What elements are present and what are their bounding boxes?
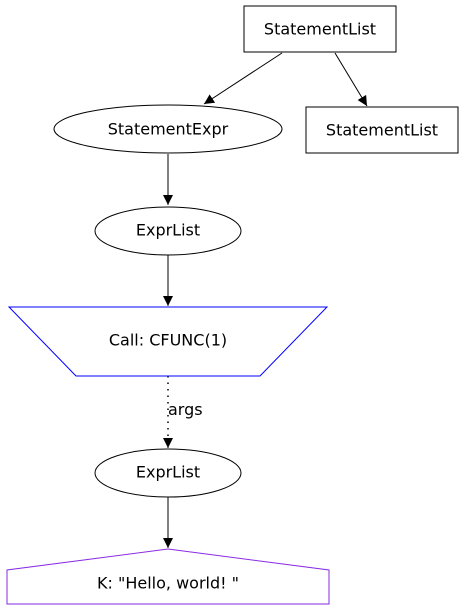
node-label: StatementExpr xyxy=(108,120,229,139)
node-root-statement-list: StatementList xyxy=(243,5,397,53)
node-box xyxy=(243,5,397,53)
node-label: StatementList xyxy=(326,121,438,140)
edge-label-args: args xyxy=(168,400,203,419)
node-ellipse xyxy=(94,448,242,498)
node-label: K: "Hello, world! " xyxy=(97,574,239,593)
edge-root-to-child-statement-list xyxy=(334,52,368,107)
node-trapezium xyxy=(7,306,329,377)
node-child-statement-list: StatementList xyxy=(305,106,459,154)
node-label: StatementList xyxy=(264,20,376,39)
node-call: Call: CFUNC(1) xyxy=(7,306,329,377)
node-constant: K: "Hello, world! " xyxy=(6,548,330,605)
node-expr-list-2: ExprList xyxy=(94,448,242,498)
node-label: ExprList xyxy=(136,463,200,482)
edge-root-to-statement-expr xyxy=(203,52,283,105)
node-statement-expr: StatementExpr xyxy=(53,104,283,154)
node-expr-list-1: ExprList xyxy=(94,206,242,256)
node-label: Call: CFUNC(1) xyxy=(109,331,227,350)
edges: args xyxy=(163,52,368,548)
node-house xyxy=(6,548,330,605)
node-ellipse xyxy=(53,104,283,154)
node-ellipse xyxy=(94,206,242,256)
node-label: ExprList xyxy=(136,221,200,240)
node-box xyxy=(305,106,459,154)
